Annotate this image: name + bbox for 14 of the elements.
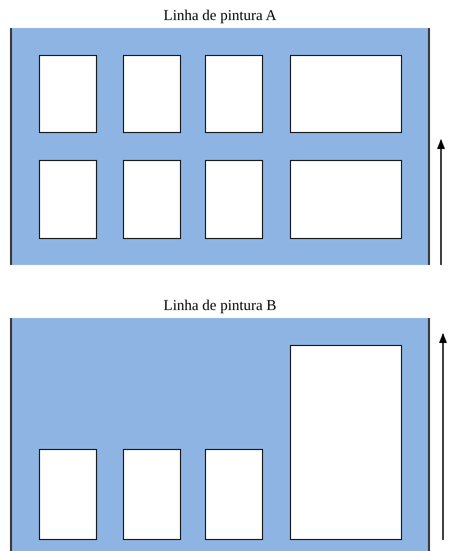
part-slot (123, 449, 181, 540)
part-slot (290, 160, 402, 239)
part-slot (205, 55, 263, 133)
part-slot (39, 55, 97, 133)
part-slot (290, 55, 402, 133)
part-slot (123, 160, 181, 239)
line-heading: Linha de pintura A (162, 7, 278, 26)
part-slot (205, 160, 263, 239)
part-slot (123, 55, 181, 133)
part-slot (290, 345, 402, 540)
part-slot (39, 449, 97, 540)
part-slot (205, 449, 263, 540)
part-slot (39, 160, 97, 239)
line-heading: Linha de pintura B (162, 297, 278, 316)
